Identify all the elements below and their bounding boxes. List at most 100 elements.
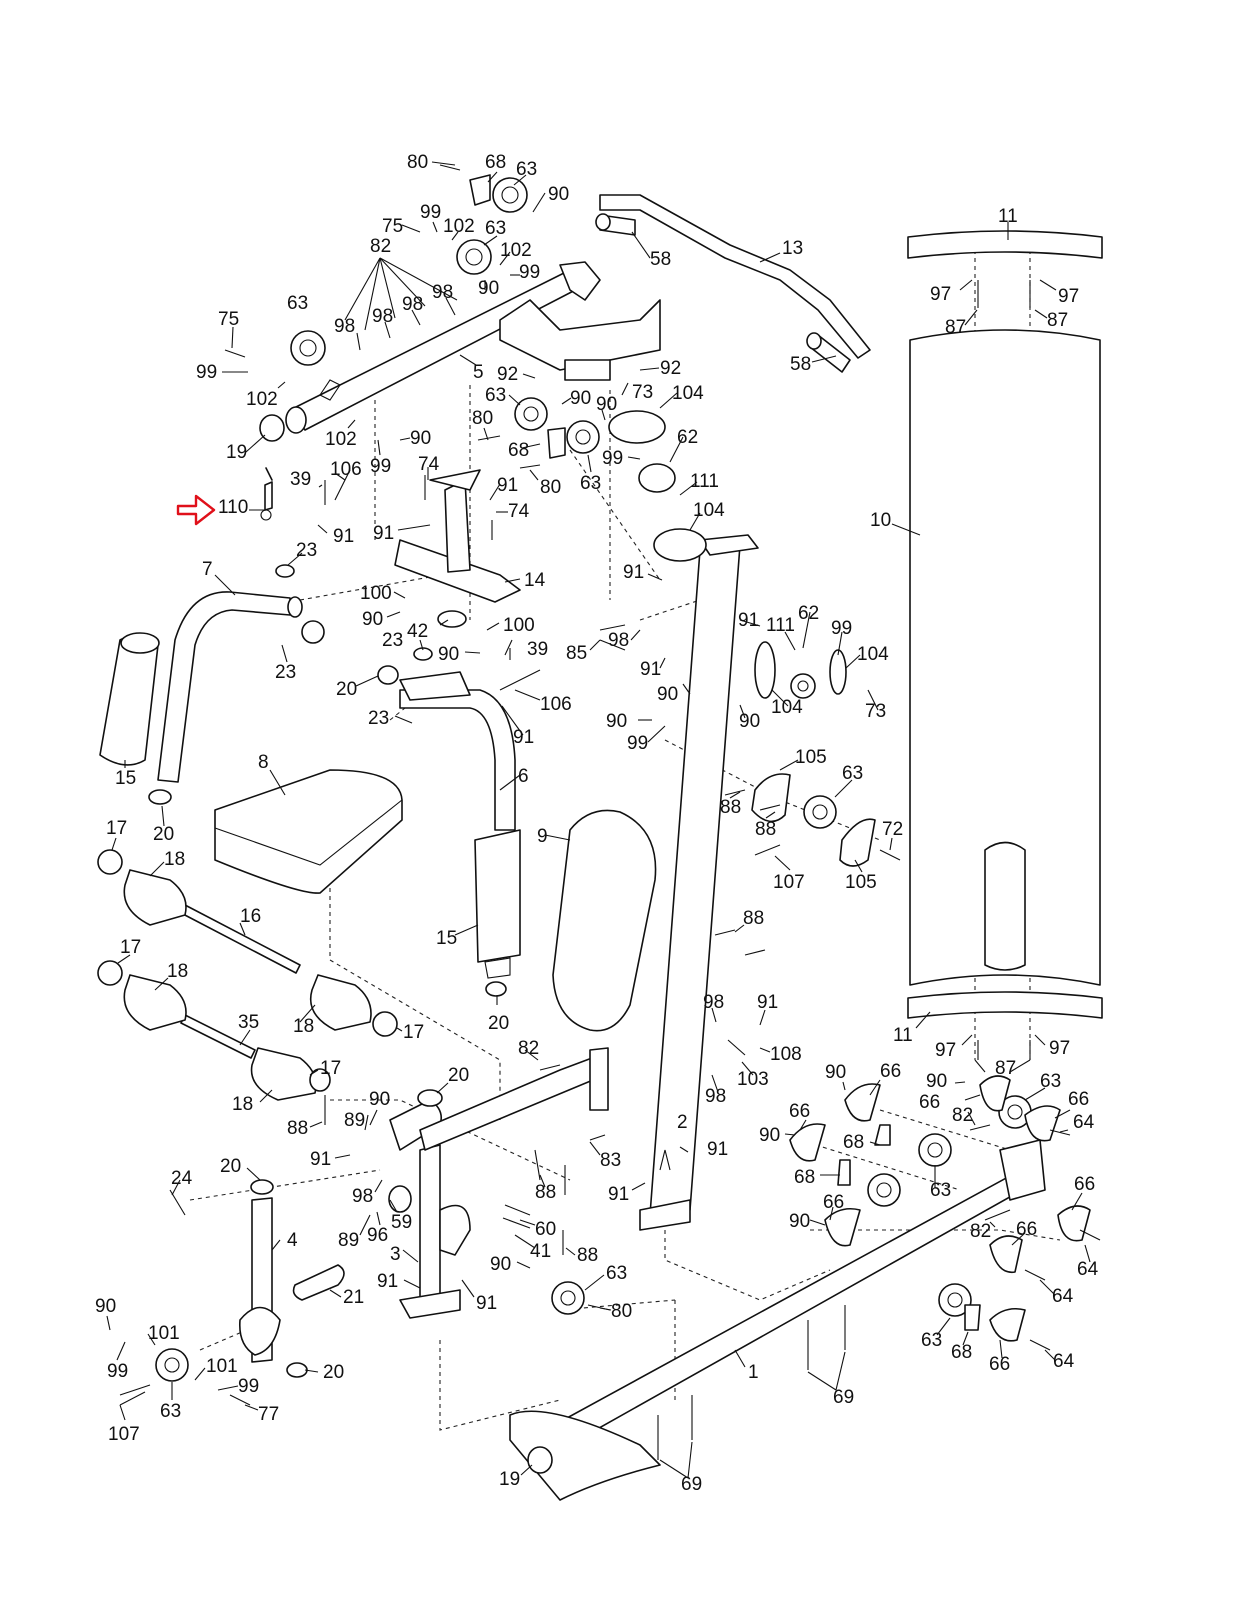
label-97: 97 [935,1040,956,1061]
part-18-rollers [123,869,372,1101]
label-66: 66 [789,1101,810,1122]
label-111: 111 [690,471,719,492]
part-11-bottom-cap [907,991,1103,1019]
label-23: 23 [368,708,389,729]
label-97: 97 [930,284,951,305]
label-39: 39 [527,639,548,660]
part-7-leg-lever [157,591,303,783]
label-91: 91 [623,562,644,583]
label-64: 64 [1077,1259,1099,1280]
label-98: 98 [703,992,724,1013]
label-74: 74 [418,454,440,475]
label-14: 14 [524,570,546,591]
label-17: 17 [403,1022,424,1043]
label-83: 83 [600,1150,621,1171]
label-3: 3 [390,1244,401,1265]
label-16: 16 [240,906,261,927]
label-58: 58 [790,354,811,375]
label-80: 80 [540,477,561,498]
label-80: 80 [611,1301,632,1322]
label-102: 102 [325,429,357,450]
label-69: 69 [833,1387,854,1408]
label-90: 90 [478,278,499,299]
label-23: 23 [275,662,296,683]
label-91: 91 [476,1293,497,1314]
label-99: 99 [627,733,648,754]
label-98: 98 [608,630,629,651]
label-90: 90 [825,1062,846,1083]
label-20: 20 [153,824,174,845]
label-100: 100 [360,583,392,604]
label-102: 102 [246,389,278,410]
bolts [119,164,1101,1460]
label-13: 13 [782,238,803,259]
label-18: 18 [164,849,185,870]
label-97: 97 [1058,286,1079,307]
label-77: 77 [258,1404,279,1425]
label-73: 73 [865,701,886,722]
label-88: 88 [287,1118,308,1139]
label-87: 87 [995,1058,1016,1079]
brackets-68-66-21 [292,174,1091,1342]
label-91: 91 [513,727,534,748]
label-58: 58 [650,249,671,270]
label-88: 88 [535,1182,556,1203]
label-19: 19 [499,1469,520,1490]
label-62: 62 [677,427,698,448]
label-64: 64 [1053,1351,1075,1372]
part-13-lat-bar [595,194,871,373]
label-20: 20 [336,679,357,700]
label-68: 68 [508,440,529,461]
label-82: 82 [952,1105,973,1126]
label-17: 17 [320,1058,341,1079]
label-91: 91 [738,610,759,631]
label-10: 10 [870,510,891,531]
part-2-upright [639,534,759,1231]
label-90: 90 [596,394,617,415]
label-11: 11 [893,1025,913,1046]
label-23: 23 [296,540,317,561]
label-59: 59 [391,1212,412,1233]
label-15: 15 [115,768,136,789]
label-90: 90 [362,609,383,630]
plates-104-105 [608,410,876,867]
label-110: 110 [218,497,248,518]
label-88: 88 [577,1245,598,1266]
label-60: 60 [535,1219,556,1240]
label-90: 90 [369,1089,390,1110]
label-66: 66 [1016,1219,1037,1240]
label-4: 4 [287,1230,298,1251]
label-69: 69 [681,1474,702,1495]
label-63: 63 [606,1263,627,1284]
label-68: 68 [485,152,506,173]
label-90: 90 [926,1071,947,1092]
label-91: 91 [757,992,778,1013]
label-63: 63 [921,1330,942,1351]
label-90: 90 [548,184,569,205]
label-63: 63 [516,159,537,180]
label-99: 99 [370,456,391,477]
label-74: 74 [508,501,530,522]
label-66: 66 [1068,1089,1089,1110]
caps-19-20-23 [148,414,553,1474]
part-9-back-pad [552,809,657,1032]
label-63: 63 [842,763,863,784]
label-41: 41 [530,1241,551,1262]
label-19: 19 [226,442,247,463]
label-73: 73 [632,382,653,403]
label-90: 90 [95,1296,116,1317]
label-90: 90 [657,684,678,705]
label-101: 101 [148,1323,180,1344]
label-18: 18 [232,1094,253,1115]
label-90: 90 [759,1125,780,1146]
label-105: 105 [845,872,877,893]
label-99: 99 [420,202,441,223]
label-35: 35 [238,1012,259,1033]
label-1: 1 [748,1362,759,1383]
label-82: 82 [370,236,391,257]
label-90: 90 [739,711,760,732]
label-64: 64 [1052,1286,1074,1307]
part-5-upper-arm [285,261,661,434]
